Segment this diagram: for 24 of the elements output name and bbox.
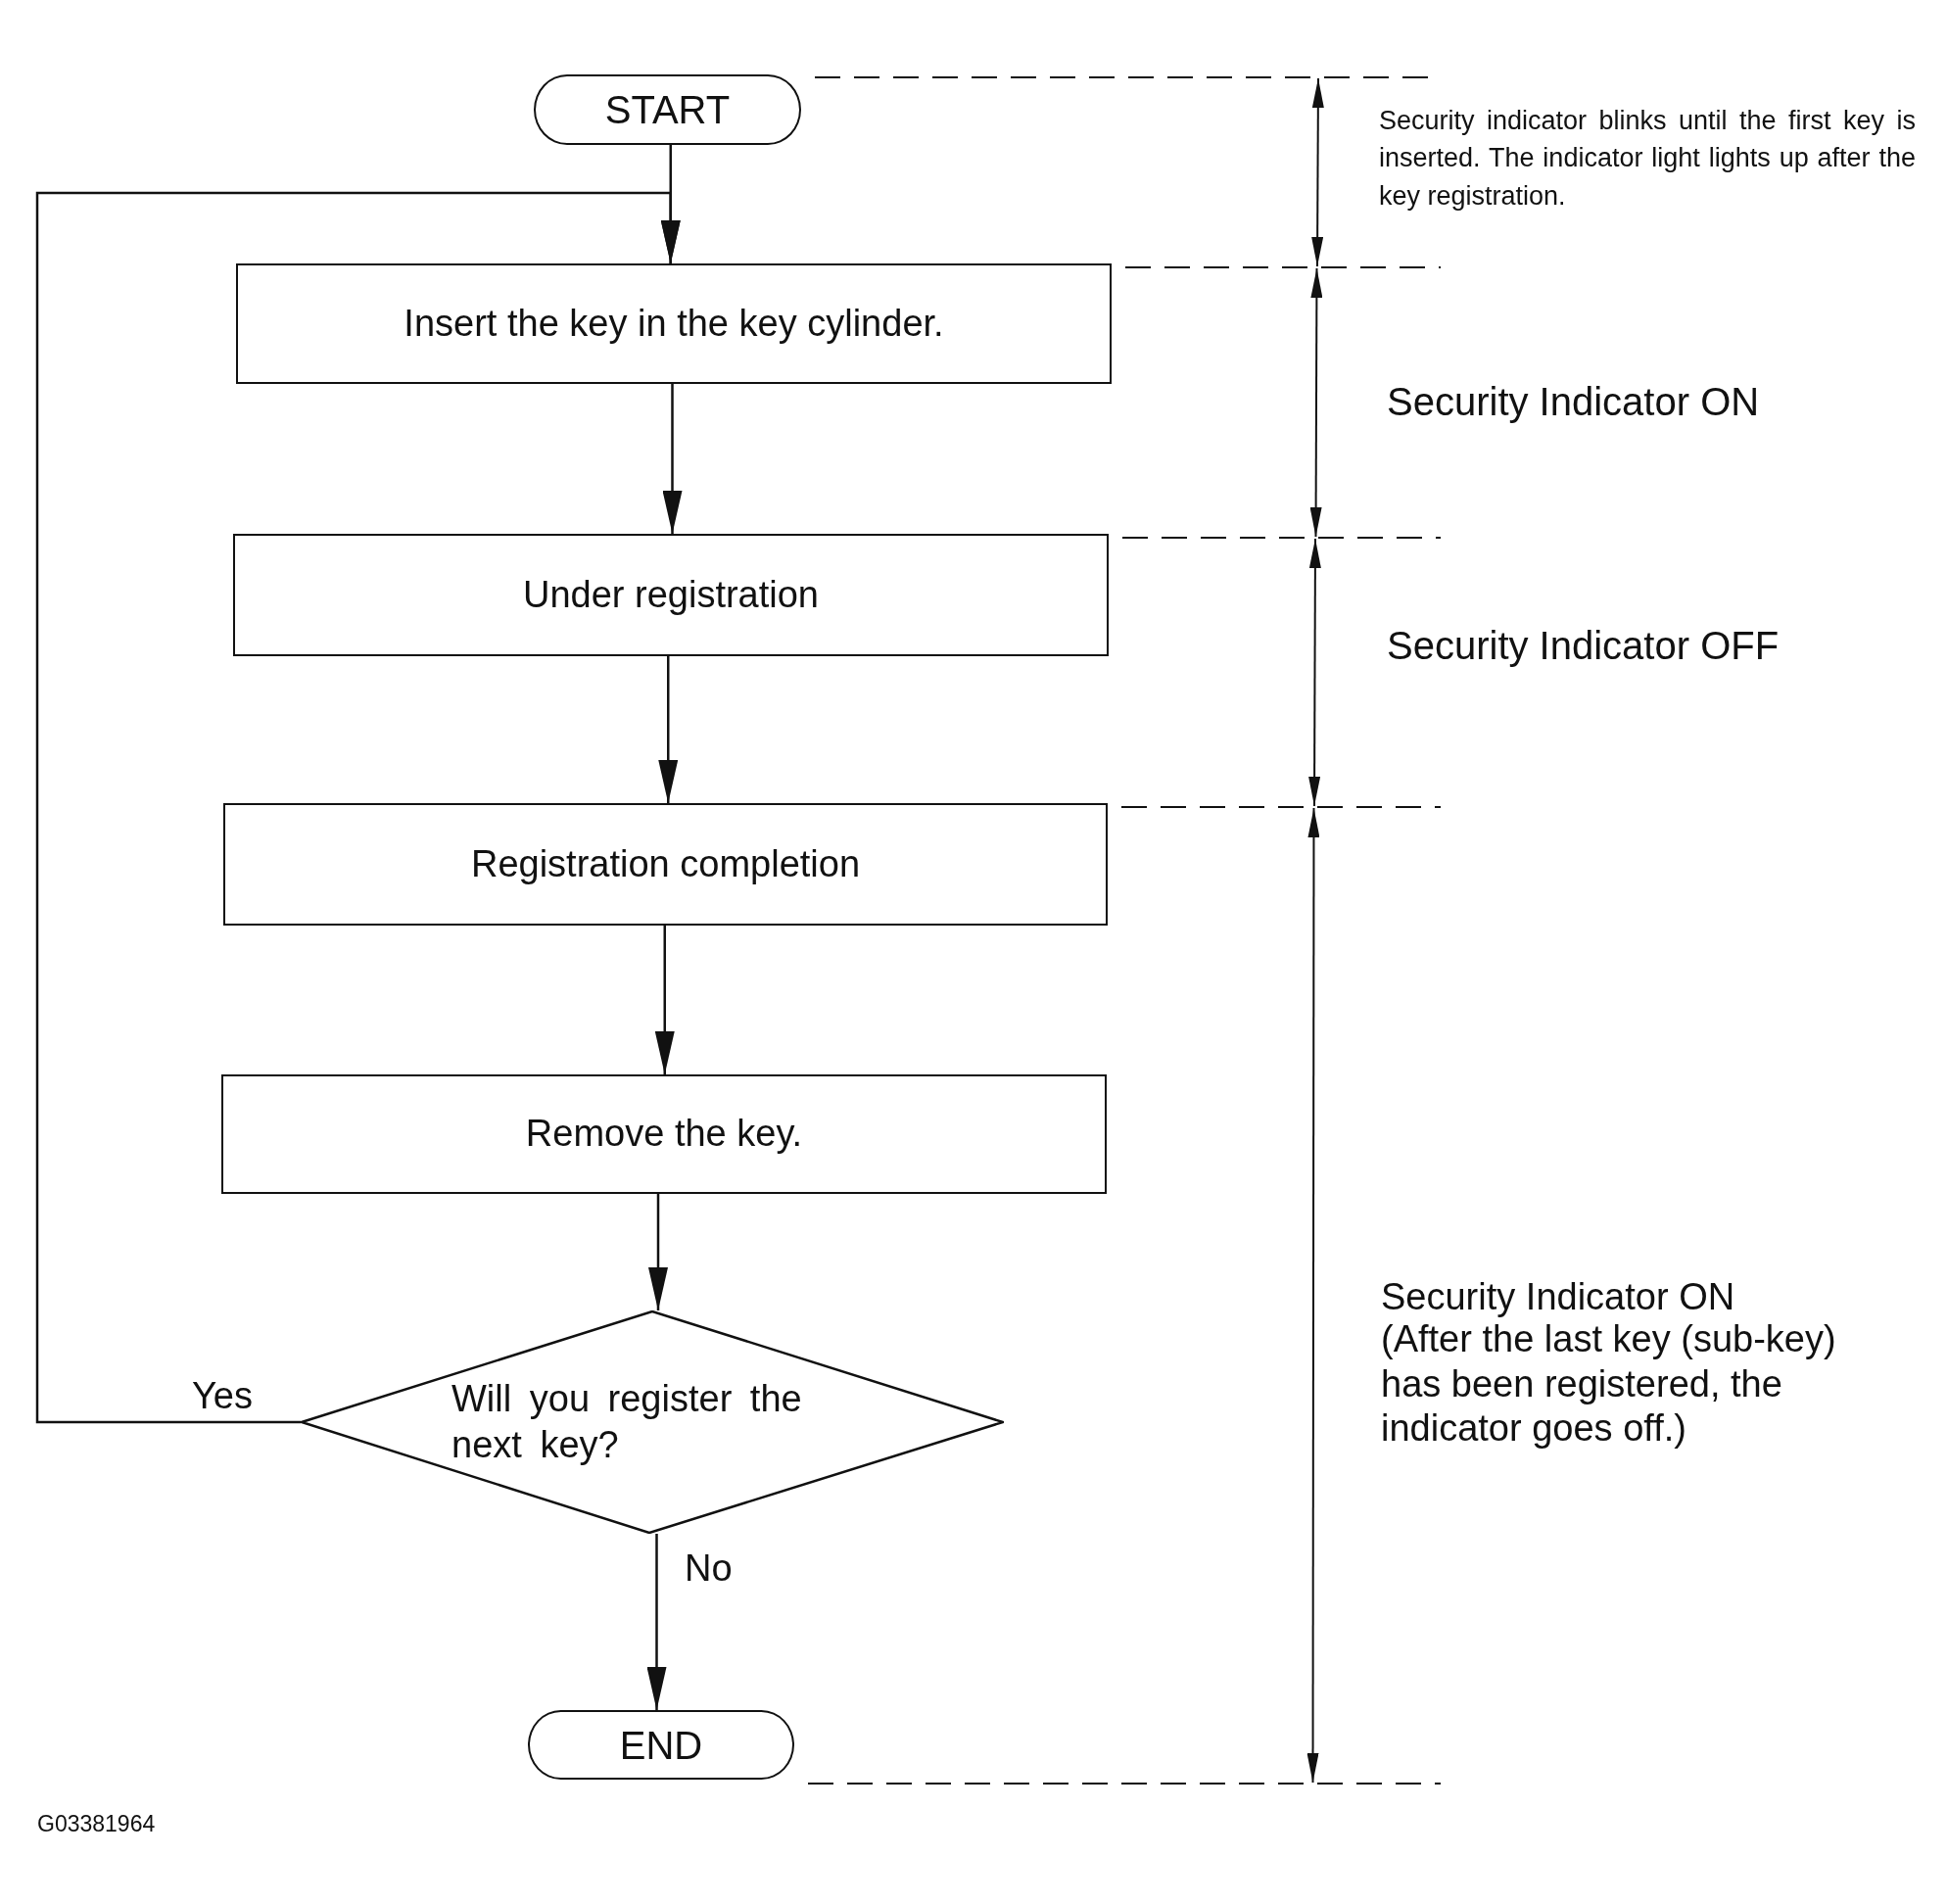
decision-diamond [301, 1310, 1004, 1534]
process-box [233, 534, 1109, 656]
node-text: END [619, 1722, 703, 1769]
arrow [654, 926, 675, 1074]
figure-code: G03381964 [37, 1810, 157, 1838]
arrow [662, 384, 683, 534]
node-text: START [604, 87, 731, 133]
node-text: Will you register the next key? [451, 1376, 803, 1467]
node-text: Remove the key. [525, 1112, 803, 1157]
process-box [223, 803, 1108, 926]
note-text: Security Indicator ON [1381, 1275, 1736, 1319]
arrow [35, 191, 681, 1424]
note-text: Security Indicator OFF [1387, 623, 1781, 668]
arrow [648, 1194, 668, 1310]
node-text: Registration completion [470, 841, 861, 886]
node-text: Under registration [522, 572, 819, 617]
arrow [646, 1534, 667, 1710]
note-text: (After the last key (sub-key) has been registered, the indicator goes off.) [1381, 1317, 1837, 1452]
process-box [236, 263, 1112, 384]
note-text: Security Indicator ON [1387, 379, 1761, 425]
process-box [221, 1074, 1107, 1194]
note-text: Security indicator blinks until the first key is inserted. The indicator light lights up after the key registration. [1379, 105, 1916, 213]
node-text: Insert the key in the key cylinder. [404, 301, 944, 346]
arrow [658, 656, 679, 803]
